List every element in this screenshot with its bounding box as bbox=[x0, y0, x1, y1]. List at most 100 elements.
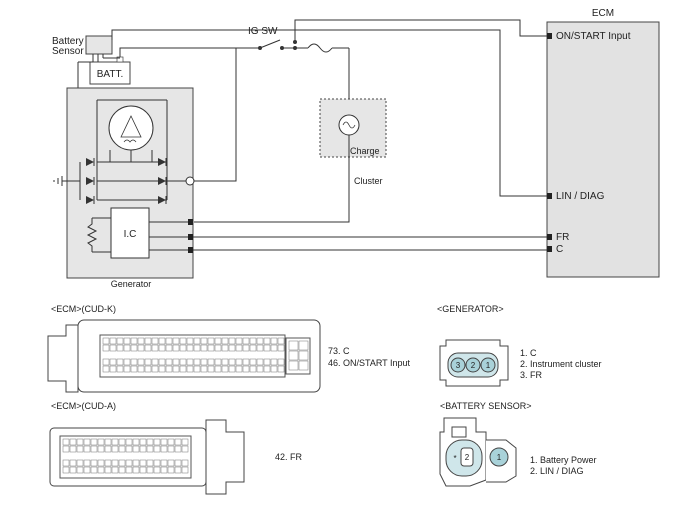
ecm-cud-k-pin-cavity bbox=[288, 360, 299, 371]
ecm-cud-a-pin-cavity bbox=[111, 459, 119, 467]
ecm-cud-k-pin-cavity bbox=[249, 344, 257, 352]
battery-box bbox=[89, 61, 131, 85]
ecm-cud-k-pin-cavity bbox=[172, 337, 180, 345]
ecm-cud-a-pin-cavity bbox=[160, 445, 168, 453]
ecm-cud-k-pin-cavity bbox=[102, 344, 110, 352]
battery-sensor-connector-title: <BATTERY SENSOR> bbox=[440, 401, 532, 411]
ecm-box bbox=[546, 21, 660, 278]
battery-sensor-pin-2 bbox=[460, 447, 474, 467]
ecm-cud-a-pin-cavity bbox=[146, 445, 154, 453]
ecm-cud-a-pin-cavity bbox=[118, 466, 126, 474]
ecm-cud-k-pin-cavity bbox=[158, 358, 166, 366]
ecm-cud-a-pin-cavity bbox=[125, 445, 133, 453]
ecm-cud-k-pin-cavity bbox=[256, 365, 264, 373]
battery-sensor-pin-desc-1: 1. Battery Power bbox=[530, 455, 597, 465]
fuse-symbol bbox=[307, 43, 333, 53]
wire-battery-feed bbox=[119, 47, 236, 57]
ecm-cud-a-pin-cavity bbox=[174, 445, 182, 453]
ecm-cud-k-pin-cavity bbox=[144, 358, 152, 366]
ecm-cud-a-pin-cavity bbox=[69, 438, 77, 446]
ecm-cud-k-pin-cavity bbox=[123, 358, 131, 366]
ecm-cud-a-pin-cavity bbox=[97, 466, 105, 474]
battery-sensor-pin-1 bbox=[489, 447, 509, 467]
ecm-cud-a-pin-cavity bbox=[153, 466, 161, 474]
ecm-cud-k-pin-cavity bbox=[172, 365, 180, 373]
ecm-cud-a-pin-cavity bbox=[76, 438, 84, 446]
ecm-cud-a-pin-cavity bbox=[97, 438, 105, 446]
ecm-cud-a-pin-cavity bbox=[146, 459, 154, 467]
ecm-cud-a-pin-cavity bbox=[139, 438, 147, 446]
wire-on-start bbox=[294, 19, 547, 42]
ecm-cud-a-pin-cavity bbox=[83, 466, 91, 474]
ecm-cud-k-pin-cavity bbox=[249, 365, 257, 373]
ecm-pin-lin-diag bbox=[547, 193, 552, 199]
ecm-cud-k-pin-cavity bbox=[144, 365, 152, 373]
ecm-cud-a-pin-cavity bbox=[90, 466, 98, 474]
ecm-pin-fr bbox=[547, 234, 552, 240]
ecm-cud-k-pin-cavity bbox=[256, 358, 264, 366]
ecm-cud-a-pin-cavity bbox=[76, 466, 84, 474]
ecm-cud-k-pin-cavity bbox=[179, 358, 187, 366]
ecm-cud-a-pin-cavity bbox=[146, 466, 154, 474]
ecm-cud-a-pin-cavity bbox=[62, 438, 70, 446]
ecm-cud-k-pin-cavity bbox=[249, 358, 257, 366]
ecm-cud-a-pin-cavity bbox=[167, 459, 175, 467]
ecm-cud-k-pin-cavity bbox=[263, 358, 271, 366]
battery-sensor-label-2: Sensor bbox=[52, 46, 84, 57]
ecm-cud-k-pin-cavity bbox=[144, 344, 152, 352]
ecm-pin-lin-diag-label: LIN / DIAG bbox=[556, 191, 605, 202]
ecm-cud-k-pin-cavity bbox=[277, 365, 285, 373]
ecm-cud-a-pin-cavity bbox=[118, 445, 126, 453]
ecm-pin-c-label: C bbox=[556, 244, 563, 255]
ecm-cud-k-pin-cavity bbox=[270, 337, 278, 345]
ecm-cud-k-pin-cavity bbox=[298, 340, 309, 351]
ecm-cud-k-pin-cavity bbox=[151, 337, 159, 345]
ecm-cud-k-pin-cavity bbox=[242, 337, 250, 345]
ecm-cud-k-pin-cavity bbox=[172, 358, 180, 366]
ecm-cud-k-pin-cavity bbox=[102, 358, 110, 366]
ecm-cud-a-pin-cavity bbox=[118, 438, 126, 446]
ecm-cud-k-pin-cavity bbox=[270, 358, 278, 366]
battery-sensor-pin-desc-2: 2. LIN / DIAG bbox=[530, 466, 584, 476]
ecm-cud-a-pin-cavity bbox=[97, 459, 105, 467]
generator-pin-3 bbox=[450, 357, 466, 373]
ecm-cud-k-pin-cavity bbox=[214, 344, 222, 352]
ecm-cud-k-pin-cavity bbox=[130, 365, 138, 373]
ecm-cud-k-title: <ECM>(CUD-K) bbox=[51, 304, 116, 314]
ecm-cud-k-pin-cavity bbox=[165, 344, 173, 352]
ecm-cud-k-pin-cavity bbox=[221, 337, 229, 345]
ecm-cud-k-pin-cavity bbox=[137, 337, 145, 345]
ecm-cud-k-pin-cavity bbox=[179, 365, 187, 373]
ecm-cud-k-pin-cavity bbox=[179, 344, 187, 352]
ecm-cud-a-pin-cavity bbox=[174, 466, 182, 474]
ecm-cud-k-pin-cavity bbox=[242, 344, 250, 352]
ecm-cud-k-pin-cavity bbox=[288, 350, 299, 361]
ecm-cud-a-pin-cavity bbox=[90, 438, 98, 446]
ecm-cud-k-pin-cavity bbox=[200, 337, 208, 345]
ecm-cud-k-pin-cavity bbox=[277, 358, 285, 366]
ecm-cud-k-pin-cavity bbox=[228, 358, 236, 366]
ecm-cud-k-pin-cavity bbox=[186, 365, 194, 373]
ecm-cud-a-pin-cavity bbox=[69, 459, 77, 467]
ecm-cud-a-connector bbox=[49, 419, 245, 495]
ecm-cud-k-pin-cavity bbox=[200, 365, 208, 373]
ecm-cud-k-pin-cavity bbox=[151, 344, 159, 352]
ecm-cud-a-pin-cavity bbox=[181, 466, 189, 474]
ecm-cud-k-pin-cavity bbox=[137, 365, 145, 373]
ecm-cud-k-pin-cavity bbox=[228, 337, 236, 345]
ecm-cud-a-pin-cavity bbox=[111, 466, 119, 474]
generator-pin-3-number: 3 bbox=[456, 361, 461, 370]
ecm-cud-k-pin-cavity bbox=[207, 337, 215, 345]
ecm-cud-k-pin-cavity bbox=[116, 358, 124, 366]
ecm-cud-k-pin-1: 73. C bbox=[328, 346, 350, 356]
ecm-cud-k-pin-cavity bbox=[235, 358, 243, 366]
ecm-cud-k-pin-cavity bbox=[214, 358, 222, 366]
ecm-cud-a-pin-cavity bbox=[167, 445, 175, 453]
ecm-cud-a-pin-cavity bbox=[167, 438, 175, 446]
ecm-cud-a-pin-cavity bbox=[104, 438, 112, 446]
ecm-cud-k-pin-cavity bbox=[207, 365, 215, 373]
ecm-cud-k-pin-cavity bbox=[144, 337, 152, 345]
b-plus-terminal bbox=[185, 176, 195, 186]
ecm-cud-k-pin-cavity bbox=[249, 337, 257, 345]
